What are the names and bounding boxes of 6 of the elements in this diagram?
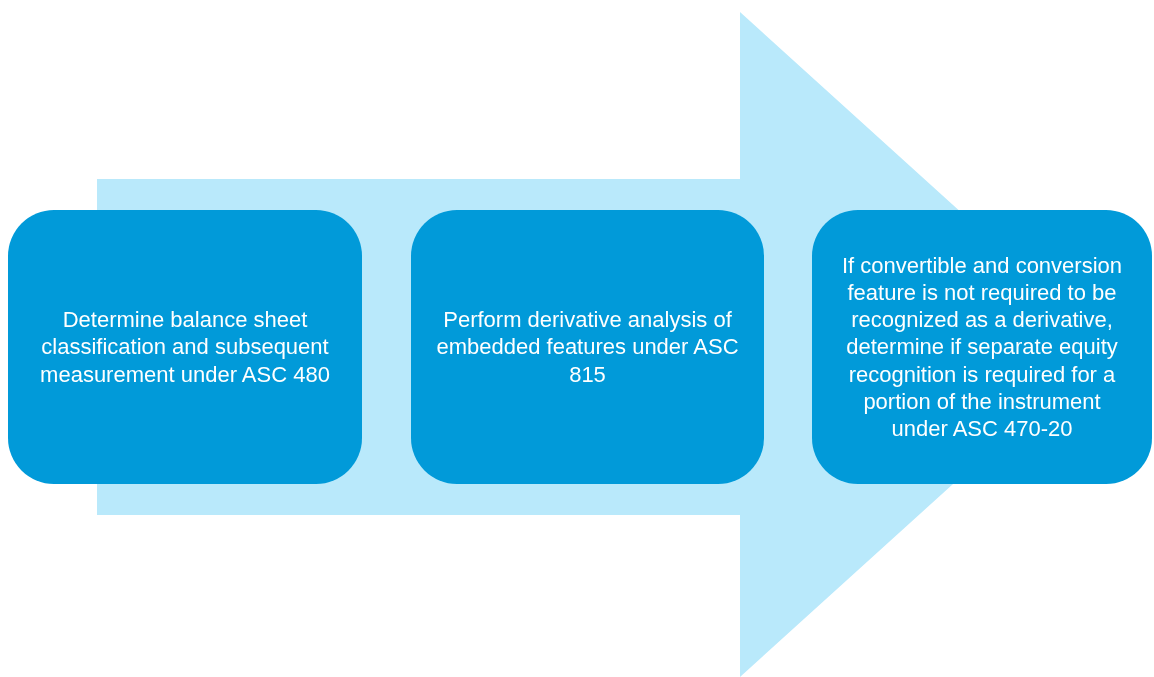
step-text: If convertible and conversion feature is not required to be recognized as a derivative, determine if separate equity recognition is required for a portion of the instrument under ASC 470-20 (840, 251, 1124, 443)
step-text: Determine balance sheet classification and subsequent measurement under ASC 480 (39, 306, 331, 388)
step-text: Perform derivative analysis of embedded features under ASC 815 (435, 306, 740, 388)
process-box (411, 210, 764, 484)
process-box (8, 210, 362, 484)
process-box (812, 210, 1152, 484)
